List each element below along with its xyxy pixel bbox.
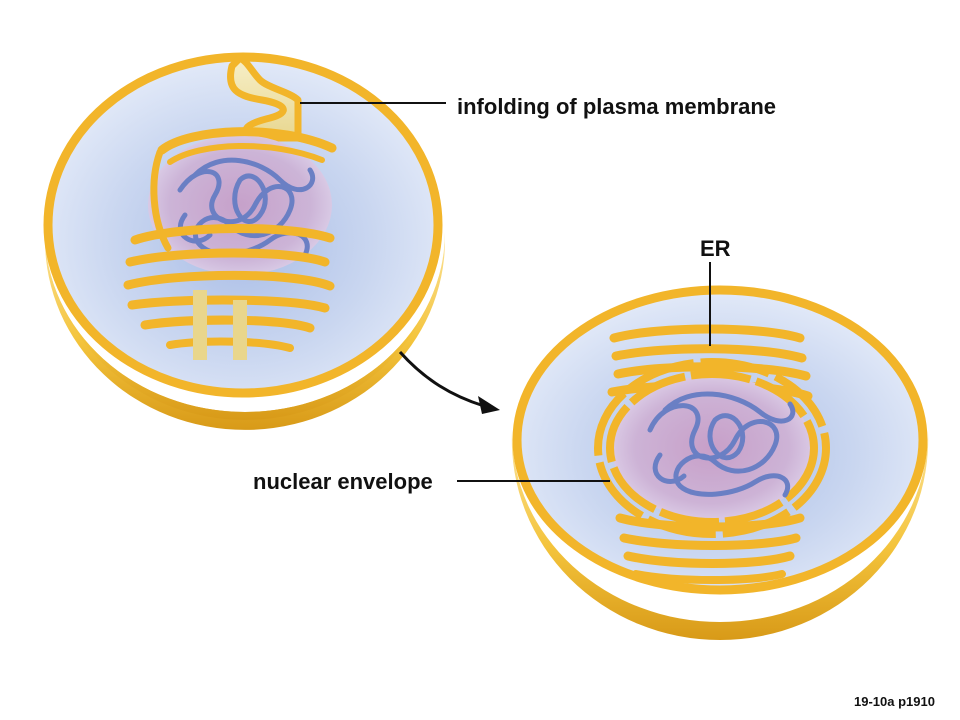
er-sheet <box>632 570 786 584</box>
label-er: ER <box>700 236 731 261</box>
nuclear-envelope-inner <box>606 370 818 526</box>
er-sheet <box>166 337 294 352</box>
er-sheet <box>613 362 811 381</box>
er-sheet <box>125 248 330 267</box>
er-forming-stack <box>123 223 335 360</box>
label-infolding-of-plasma-membrane: infolding of plasma membrane <box>457 94 777 119</box>
er-sheet <box>623 551 795 568</box>
chromatin <box>647 391 796 498</box>
cell-early-stage <box>43 52 445 430</box>
er-sheet <box>615 513 805 532</box>
forming-envelope-left <box>150 148 172 252</box>
cell-late-stage <box>511 285 929 641</box>
nuclear-envelope-outer <box>594 358 830 538</box>
arrow-shaft <box>398 351 485 408</box>
er-lower-stack <box>615 513 805 584</box>
plasma-membrane-rim <box>512 285 928 595</box>
forming-envelope-top-inner <box>167 142 325 165</box>
figure-id: 19-10a p1910 <box>854 694 935 709</box>
er-sheet <box>123 270 335 291</box>
er-sheet <box>611 344 807 363</box>
arrow-head <box>478 396 500 414</box>
forming-envelope-top <box>157 127 337 155</box>
label-nuclear-envelope: nuclear envelope <box>253 469 433 494</box>
er-sheet <box>130 223 335 245</box>
er-sheet <box>619 533 801 550</box>
er-stack-column <box>193 290 247 360</box>
transition-arrow <box>398 351 500 414</box>
